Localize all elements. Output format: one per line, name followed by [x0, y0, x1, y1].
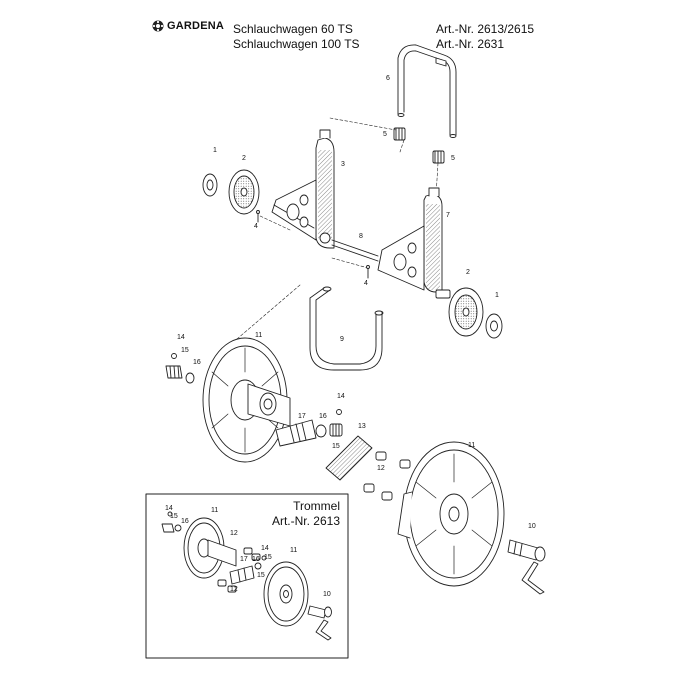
- callout-inset-12: 10: [323, 591, 331, 598]
- inset-drum-left: [161, 511, 237, 579]
- pin-4-left: [256, 210, 260, 223]
- callout-inset-6: 15: [264, 554, 272, 561]
- callout-main-12: 9: [340, 336, 344, 343]
- callout-inset-7: 17: [240, 556, 248, 563]
- right-hub-cap: [485, 313, 503, 339]
- gardena-logo: GARDENA: [152, 20, 224, 32]
- callout-main-2: 3: [341, 161, 345, 168]
- right-side-frame: [377, 187, 451, 299]
- callout-main-19: 14: [337, 393, 345, 400]
- left-wheel: [228, 169, 260, 215]
- callout-main-16: 16: [193, 359, 201, 366]
- gardena-flower-icon: [152, 20, 164, 32]
- assembly-leader-lines: [229, 117, 439, 346]
- right-wheel: [448, 287, 484, 337]
- callout-main-14: 14: [177, 334, 185, 341]
- article-number-100: Art.-Nr. 2631: [436, 37, 505, 51]
- left-side-frame: [271, 129, 335, 249]
- article-number-60: Art.-Nr. 2613/2615: [436, 22, 535, 36]
- callout-main-9: 4: [364, 280, 368, 287]
- model-100-title: Schlauchwagen 100 TS: [233, 37, 360, 51]
- callout-inset-3: 11: [211, 507, 218, 514]
- callout-main-20: 15: [332, 443, 340, 450]
- drum-right-flange: [397, 441, 505, 587]
- hose-fitting-left: [165, 353, 195, 384]
- callout-main-18: 16: [319, 413, 327, 420]
- pin-4-right: [366, 265, 370, 279]
- callout-inset-0: 14: [165, 505, 173, 512]
- callout-main-3: 4: [254, 223, 258, 230]
- callout-inset-11: 12: [230, 586, 238, 593]
- callout-inset-10: 11: [290, 547, 297, 554]
- inset-title: Trommel: [293, 499, 340, 513]
- callout-inset-4: 12: [230, 530, 238, 537]
- callout-main-13: 11: [255, 332, 262, 339]
- callout-main-6: 6: [386, 75, 390, 82]
- drum-connectors: [363, 451, 411, 501]
- callout-inset-9: 15: [257, 572, 265, 579]
- inset-drum-right: [263, 561, 309, 627]
- callout-main-15: 15: [181, 347, 189, 354]
- brand-name: GARDENA: [167, 20, 225, 32]
- callout-main-5: 5: [451, 155, 455, 162]
- callout-main-21: 13: [358, 423, 366, 430]
- callout-main-11: 1: [495, 292, 499, 299]
- callout-main-23: 12: [377, 465, 385, 472]
- callout-inset-8: 16: [252, 556, 260, 563]
- callout-main-10: 2: [466, 269, 470, 276]
- callout-inset-5: 14: [261, 545, 269, 552]
- connector-5-right: [432, 150, 445, 164]
- inset-coupling: [217, 547, 267, 593]
- drum-coupling: [275, 409, 343, 447]
- callout-inset-1: 15: [170, 513, 178, 520]
- callout-main-7: 7: [446, 212, 450, 219]
- axle-rod: [331, 239, 379, 262]
- inset-frame: [145, 493, 349, 659]
- stand-bracket: [309, 286, 384, 371]
- left-hub-cap: [202, 173, 218, 197]
- callout-main-8: 8: [359, 233, 363, 240]
- callout-main-4: 5: [383, 131, 387, 138]
- callout-main-17: 17: [298, 413, 306, 420]
- callout-main-0: 1: [213, 147, 217, 154]
- model-60-title: Schlauchwagen 60 TS: [233, 22, 353, 36]
- crank-handle: [507, 539, 546, 595]
- inset-article-number: Art.-Nr. 2613: [271, 514, 340, 528]
- callout-main-22: 11: [468, 442, 475, 449]
- handle-part: [397, 44, 457, 138]
- drum-core: [325, 435, 373, 481]
- callout-inset-2: 16: [181, 518, 189, 525]
- callout-main-24: 10: [528, 523, 536, 530]
- inset-crank: [307, 605, 332, 641]
- drum-left-flange: [202, 337, 291, 463]
- callout-main-1: 2: [242, 155, 246, 162]
